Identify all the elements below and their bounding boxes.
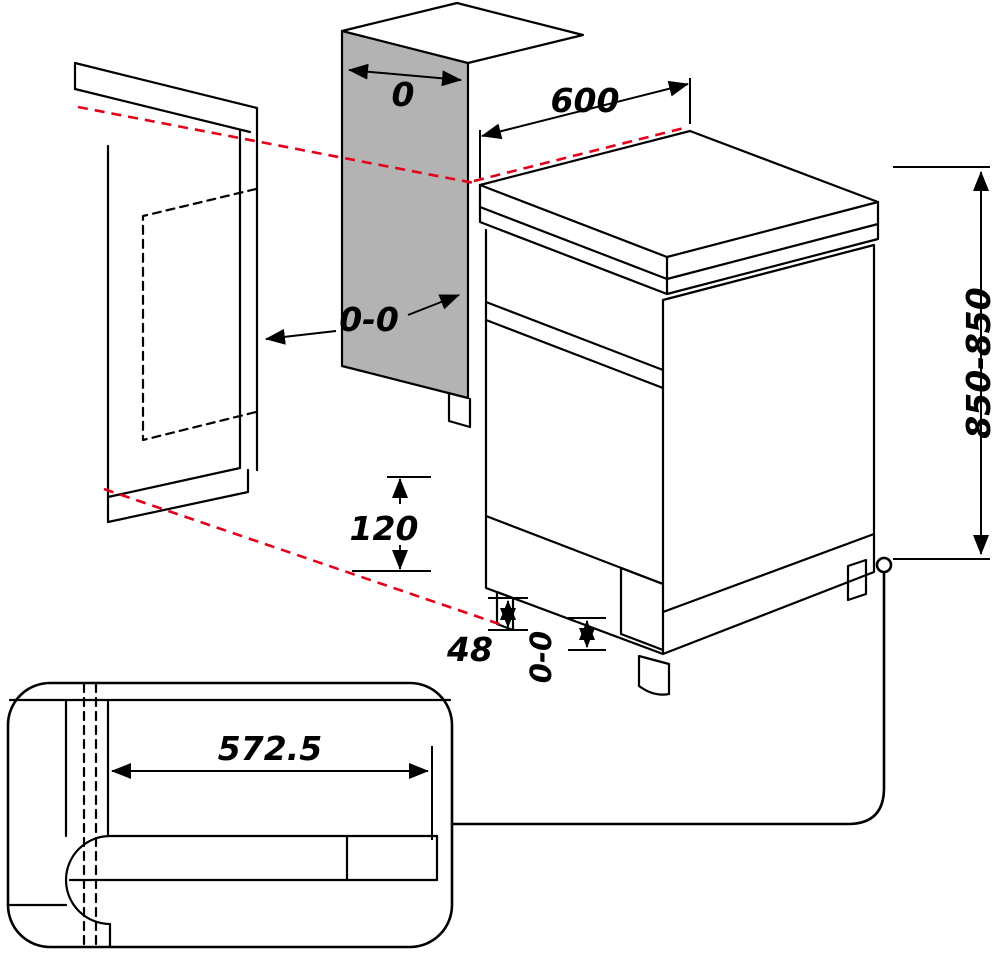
dimension-plinth-recess: 120 — [350, 476, 431, 572]
niche-side-panel — [340, 29, 470, 400]
worktop-edge-line — [478, 205, 880, 281]
dishwasher-body — [484, 228, 876, 656]
dimension-foot: 48 — [446, 597, 528, 669]
recess-label: 120 — [350, 509, 419, 548]
side-clearance-arrow-right — [407, 294, 460, 316]
side-clearance-arrow-left — [265, 328, 337, 345]
cabinet-worktop-edge — [73, 61, 259, 472]
front-right-feet — [637, 654, 671, 696]
width-label: 600 — [551, 81, 620, 120]
depth-detail-inset: 572.5 — [6, 681, 454, 949]
rear-foot — [846, 558, 868, 602]
dimension-bottom-clearance: 0-0 — [524, 617, 606, 683]
cabinet-kickboard — [106, 468, 250, 524]
reference-point-marker — [875, 556, 893, 574]
width-arrow — [481, 80, 689, 140]
inset-leader — [450, 556, 893, 826]
worktop-top-face — [478, 129, 880, 259]
kitchen-cabinet-drawing — [73, 61, 259, 524]
dimension-height: 850-850 — [893, 166, 998, 560]
worktop-side-band — [478, 183, 880, 296]
foot-label: 48 — [446, 630, 493, 669]
dimension-width: 600 — [479, 78, 691, 178]
cabinet-hidden-edges — [141, 187, 258, 442]
depth-label: 572.5 — [218, 729, 322, 768]
dishwasher-drawing — [478, 129, 880, 696]
inset-rounded-corner — [64, 834, 112, 948]
niche-drawing — [340, 1, 585, 429]
leader-line — [450, 571, 886, 826]
cabinet-worktop-band — [73, 87, 252, 134]
dimension-side-clearance: 0-0 — [265, 294, 460, 345]
inset-border — [6, 681, 454, 949]
niche-top-slab — [340, 1, 585, 65]
height-label: 850-850 — [959, 287, 998, 438]
alignment-lines — [77, 105, 689, 628]
side-clearance-label: 0-0 — [339, 300, 399, 339]
floor-alignment-line — [103, 487, 506, 628]
control-panel-band — [484, 300, 665, 390]
panel-plinth-step — [447, 391, 472, 429]
top-edge-alignment-line — [473, 125, 689, 183]
front-right-corner-plinth — [619, 566, 665, 652]
top-clearance-arrow — [348, 63, 462, 87]
cabinet-body-outline — [106, 129, 242, 499]
dimension-top-clearance: 0 — [348, 63, 462, 114]
bottom-clearance-label: 0-0 — [524, 631, 558, 683]
top-clearance-label: 0 — [392, 75, 415, 114]
side-base-band — [661, 532, 876, 614]
